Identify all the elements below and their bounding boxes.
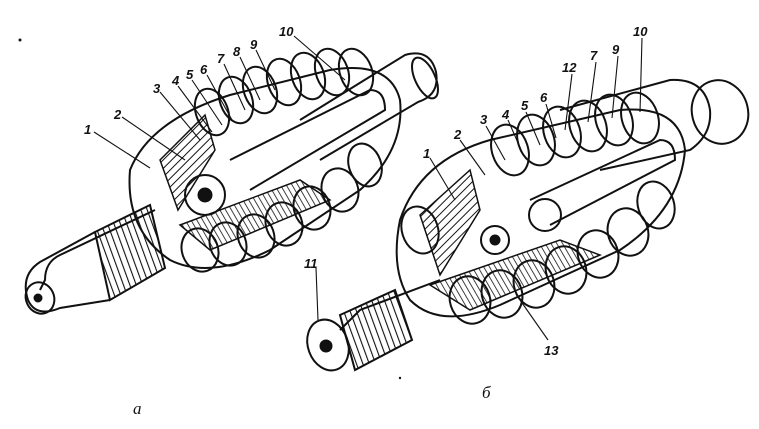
callout-b-12: 12 xyxy=(562,60,577,75)
callout-b-4: 4 xyxy=(501,107,510,122)
callout-a-9: 9 xyxy=(250,37,258,52)
callout-b-10: 10 xyxy=(633,24,648,39)
callout-a-2: 2 xyxy=(113,107,122,122)
caption-a: а xyxy=(133,399,142,418)
assembly-a-shaft-end xyxy=(299,52,438,161)
callout-b-3: 3 xyxy=(480,112,488,127)
callout-b-2: 2 xyxy=(453,127,462,142)
callout-b-11: 11 xyxy=(304,256,318,271)
assembly-b-housing xyxy=(395,108,687,318)
callout-a-10: 10 xyxy=(279,24,294,39)
assembly-a-leaders xyxy=(93,35,346,169)
scan-speck xyxy=(398,376,402,380)
assembly-b-callouts: 1 2 3 4 5 6 12 7 9 10 11 13 xyxy=(304,24,648,358)
assembly-a-inner-shaft xyxy=(229,88,387,191)
assembly-a-pinion xyxy=(184,174,226,216)
assembly-b-drawing xyxy=(306,37,750,372)
assembly-a-drawing xyxy=(24,35,439,315)
assembly-b-section-cut xyxy=(419,168,481,277)
callout-a-3: 3 xyxy=(153,81,161,96)
callout-b-6: 6 xyxy=(540,90,548,105)
assembly-b-shaft-end xyxy=(559,78,712,171)
callout-a-5: 5 xyxy=(186,67,194,82)
callout-b-7: 7 xyxy=(590,48,598,63)
callout-a-8: 8 xyxy=(233,44,241,59)
callout-a-7: 7 xyxy=(217,51,225,66)
assembly-a-callouts: 1 2 3 4 5 6 7 8 9 10 xyxy=(84,24,294,137)
assembly-a-section-cut xyxy=(159,113,216,212)
callout-a-1: 1 xyxy=(84,122,91,137)
callout-a-4: 4 xyxy=(171,73,180,88)
assembly-b-ball xyxy=(528,198,562,232)
callout-b-13: 13 xyxy=(544,343,559,358)
callout-b-5: 5 xyxy=(521,98,529,113)
scan-speck xyxy=(18,38,22,42)
callout-b-9: 9 xyxy=(612,42,620,57)
assembly-a-splined-shaft xyxy=(93,203,167,302)
callout-a-6: 6 xyxy=(200,62,208,77)
assembly-b-leaders xyxy=(315,37,643,341)
callout-b-1: 1 xyxy=(423,146,430,161)
caption-b: б xyxy=(482,383,491,402)
assembly-b-splined-shaft xyxy=(338,288,414,372)
